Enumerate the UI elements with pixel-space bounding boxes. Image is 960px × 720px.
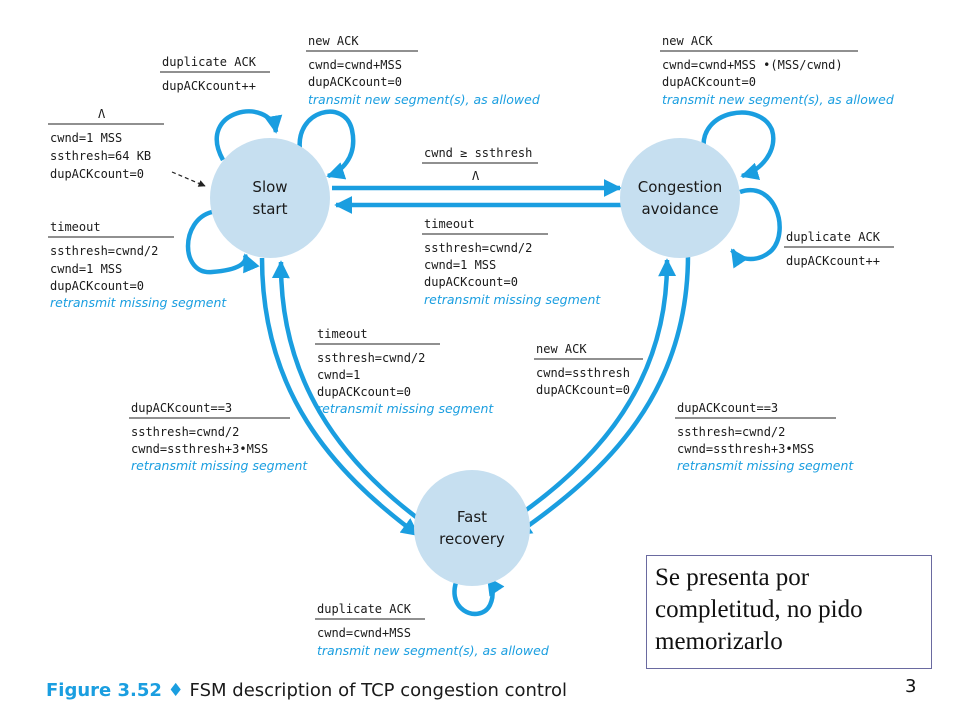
label-ca-dupack: duplicate ACK dupACKcount++ <box>784 230 894 268</box>
event-text: duplicate ACK <box>786 230 881 244</box>
note-line: memorizarlo <box>655 628 783 655</box>
action-text: dupACKcount=0 <box>317 385 411 399</box>
note-line: Se presenta por <box>655 564 810 591</box>
action-text: dupACKcount=0 <box>50 167 144 181</box>
note-box: Se presenta por completitud, no pido mem… <box>646 555 932 669</box>
action-note: transmit new segment(s), as allowed <box>308 92 540 107</box>
arrow-fr-to-ca <box>510 258 677 522</box>
action-note: retransmit missing segment <box>131 458 308 473</box>
state-slow-start-line-1: Slow <box>252 178 287 196</box>
action-text: ssthresh=cwnd/2 <box>424 241 532 255</box>
action-text: cwnd=1 MSS <box>50 131 122 145</box>
event-text: new ACK <box>662 34 713 48</box>
label-ca-to-ss-timeout: timeout ssthresh=cwnd/2 cwnd=1 MSS dupAC… <box>422 217 601 307</box>
event-text: duplicate ACK <box>162 55 257 69</box>
loop-ss-timeout <box>185 209 260 275</box>
label-ss-dupack: duplicate ACK dupACKcount++ <box>160 55 270 93</box>
action-text: dupACKcount++ <box>162 79 256 93</box>
label-ca-to-fr: dupACKcount==3 ssthresh=cwnd/2 cwnd=ssth… <box>675 401 854 473</box>
label-ss-to-fr: dupACKcount==3 ssthresh=cwnd/2 cwnd=ssth… <box>129 401 308 473</box>
action-text: cwnd=ssthresh <box>536 366 630 380</box>
event-text: dupACKcount==3 <box>131 401 232 415</box>
figure-number: Figure 3.52 <box>46 680 162 701</box>
action-text: ssthresh=cwnd/2 <box>317 351 425 365</box>
action-text: cwnd=cwnd+MSS <box>317 626 411 640</box>
event-text: dupACKcount==3 <box>677 401 778 415</box>
loop-fr-dupack <box>452 571 505 617</box>
loop-ss-newack <box>297 109 356 180</box>
action-note: retransmit missing segment <box>50 295 227 310</box>
state-fast-recovery-line-2: recovery <box>439 530 505 548</box>
action-text: ssthresh=cwnd/2 <box>50 244 158 258</box>
action-text: dupACKcount=0 <box>50 279 144 293</box>
action-text: dupACKcount=0 <box>536 383 630 397</box>
state-fast-recovery: Fast recovery <box>414 470 530 586</box>
state-slow-start-line-2: start <box>253 200 288 218</box>
action-text: dupACKcount=0 <box>662 75 756 89</box>
action-note: transmit new segment(s), as allowed <box>662 92 894 107</box>
state-congestion-avoidance-line-2: avoidance <box>641 200 718 218</box>
action-text: ssthresh=cwnd/2 <box>131 425 239 439</box>
figure-caption: Figure 3.52 ♦ FSM description of TCP con… <box>46 680 567 701</box>
loop-ca-dupack <box>730 187 782 269</box>
state-slow-start: Slow start <box>210 138 330 258</box>
action-note: retransmit missing segment <box>677 458 854 473</box>
caption-separator: ♦ <box>167 680 184 701</box>
loop-ss-dupack <box>214 109 283 162</box>
label-ss-newack: new ACK cwnd=cwnd+MSS dupACKcount=0 tran… <box>306 34 540 107</box>
event-text: cwnd ≥ ssthresh <box>424 146 532 160</box>
label-fr-dupack: duplicate ACK cwnd=cwnd+MSS transmit new… <box>315 602 549 658</box>
event-text: timeout <box>424 217 475 231</box>
action-text: dupACKcount++ <box>786 254 880 268</box>
action-text: dupACKcount=0 <box>424 275 518 289</box>
initial-arrow <box>171 171 206 187</box>
state-fast-recovery-line-1: Fast <box>457 508 487 526</box>
event-text: duplicate ACK <box>317 602 412 616</box>
state-congestion-avoidance: Congestion avoidance <box>620 138 740 258</box>
label-ca-newack: new ACK cwnd=cwnd+MSS •(MSS/cwnd) dupACK… <box>660 34 894 107</box>
event-text: new ACK <box>536 342 587 356</box>
caption-text: FSM description of TCP congestion contro… <box>189 680 568 701</box>
label-fr-to-ca-newack: new ACK cwnd=ssthresh dupACKcount=0 <box>534 342 643 397</box>
action-text: Λ <box>472 169 480 183</box>
action-text: cwnd=cwnd+MSS •(MSS/cwnd) <box>662 58 843 72</box>
action-text: cwnd=ssthresh+3•MSS <box>677 442 814 456</box>
event-text: new ACK <box>308 34 359 48</box>
label-initial: Λ cwnd=1 MSS ssthresh=64 KB dupACKcount=… <box>48 107 164 181</box>
action-note: retransmit missing segment <box>317 401 494 416</box>
state-congestion-avoidance-line-1: Congestion <box>638 178 722 196</box>
label-ss-to-ca: cwnd ≥ ssthresh Λ <box>422 146 538 183</box>
action-text: cwnd=cwnd+MSS <box>308 58 402 72</box>
arrow-fr-to-ss <box>271 260 422 522</box>
action-text: cwnd=ssthresh+3•MSS <box>131 442 268 456</box>
label-fr-to-ss-timeout: timeout ssthresh=cwnd/2 cwnd=1 dupACKcou… <box>315 327 494 416</box>
arrow-ca-to-fr <box>513 254 691 537</box>
event-text: timeout <box>50 220 101 234</box>
label-ss-timeout: timeout ssthresh=cwnd/2 cwnd=1 MSS dupAC… <box>48 220 227 310</box>
action-text: cwnd=1 <box>317 368 360 382</box>
action-text: cwnd=1 MSS <box>424 258 496 272</box>
action-text: ssthresh=cwnd/2 <box>677 425 785 439</box>
action-note: retransmit missing segment <box>424 292 601 307</box>
event-text: timeout <box>317 327 368 341</box>
action-text: ssthresh=64 KB <box>50 149 151 163</box>
arrow-ss-to-fr <box>259 257 420 537</box>
page-number: 3 <box>905 676 917 697</box>
action-note: transmit new segment(s), as allowed <box>317 643 549 658</box>
loop-ca-newack <box>701 110 776 180</box>
event-text: Λ <box>98 107 106 121</box>
action-text: dupACKcount=0 <box>308 75 402 89</box>
note-line: completitud, no pido <box>655 596 863 623</box>
action-text: cwnd=1 MSS <box>50 262 122 276</box>
